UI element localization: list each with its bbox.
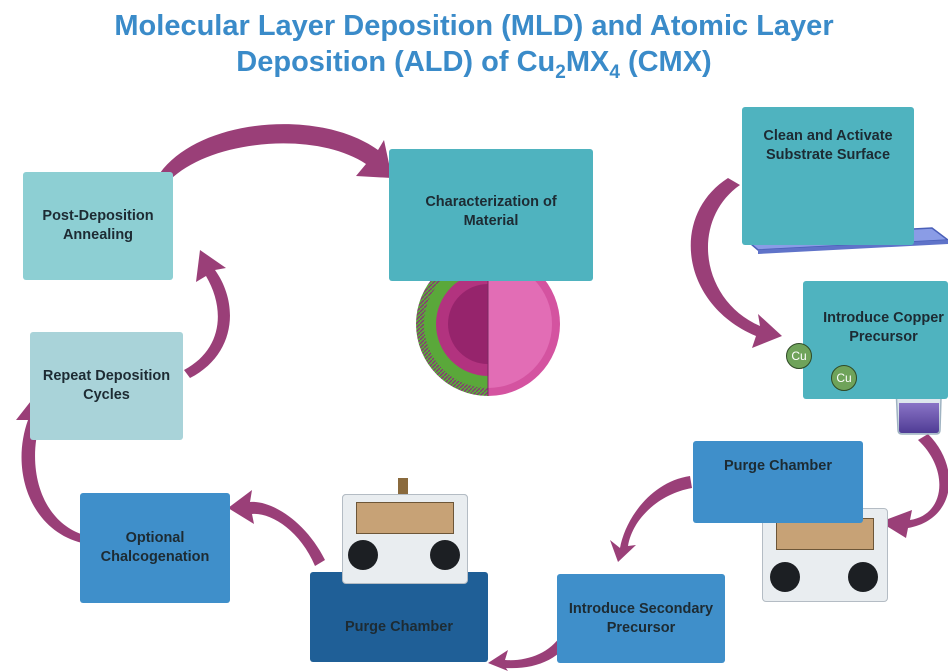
step-purge-chamber-bottom: Purge Chamber [310, 572, 488, 662]
step-characterization-label: Characterization of Material [425, 194, 557, 229]
glovebox-icon [762, 508, 888, 602]
step-repeat-label: Repeat Deposition Cycles [42, 368, 171, 403]
step-purge-right-label: Purge Chamber [724, 457, 832, 474]
step-clean-substrate: Clean and Activate Substrate Surface [742, 107, 914, 245]
step-characterization: Characterization of Material [389, 149, 593, 281]
step-introduce-secondary: Introduce Secondary Precursor [557, 574, 725, 663]
glovebox-icon [342, 478, 468, 584]
title-line-1: Molecular Layer Deposition (MLD) and Ato… [114, 10, 834, 42]
step-annealing-label: Post-Deposition Annealing [42, 208, 154, 243]
step-repeat-cycles: Repeat Deposition Cycles [30, 332, 183, 440]
step-chalcogenation-label: Optional Chalcogenation [100, 530, 210, 565]
step-chalcogenation: Optional Chalcogenation [80, 493, 230, 603]
diagram-title: Molecular Layer Deposition (MLD) and Ato… [0, 8, 948, 91]
copper-ion-icon: Cu [831, 365, 857, 391]
step-secondary-label: Introduce Secondary Precursor [568, 600, 714, 636]
step-purge-bottom-label: Purge Chamber [345, 618, 453, 635]
nanoparticle-icon [416, 252, 560, 396]
step-clean-label: Clean and Activate Substrate Surface [763, 128, 893, 163]
title-line-2: Deposition (ALD) of Cu2MX4 (CMX) [236, 46, 712, 83]
copper-ion-icon: Cu [786, 343, 812, 369]
step-annealing: Post-Deposition Annealing [23, 172, 173, 280]
step-copper-label: Introduce Copper Precursor [823, 310, 944, 345]
step-introduce-copper: Introduce Copper Precursor [803, 281, 948, 399]
step-purge-chamber-right: Purge Chamber [693, 441, 863, 523]
